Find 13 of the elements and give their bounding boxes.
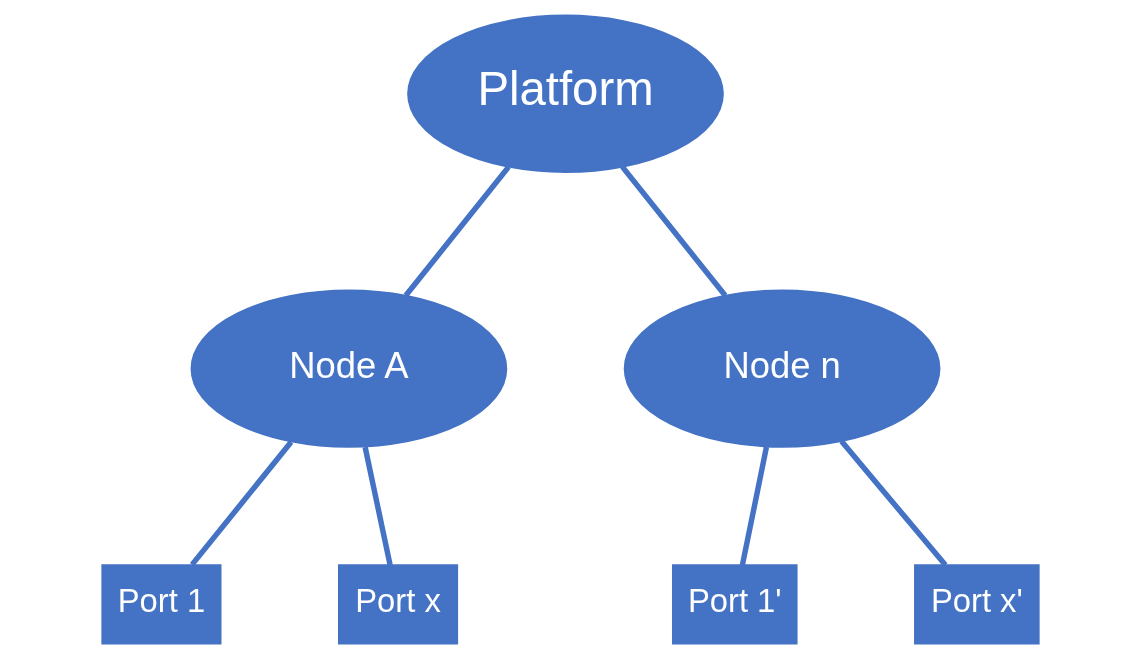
connector: [839, 439, 948, 567]
node-box: Port 1': [671, 564, 798, 645]
node-ellipse: Node n: [623, 289, 941, 448]
connector: [739, 446, 770, 566]
connector: [403, 165, 511, 298]
node-ellipse: Platform: [407, 14, 724, 173]
node-box: Port x: [337, 564, 459, 645]
node-box: Port x': [914, 564, 1040, 645]
connector: [189, 440, 294, 567]
node-ellipse: Node A: [190, 289, 508, 448]
connector: [362, 446, 393, 566]
node-box: Port 1: [101, 564, 222, 645]
connector: [620, 165, 728, 298]
